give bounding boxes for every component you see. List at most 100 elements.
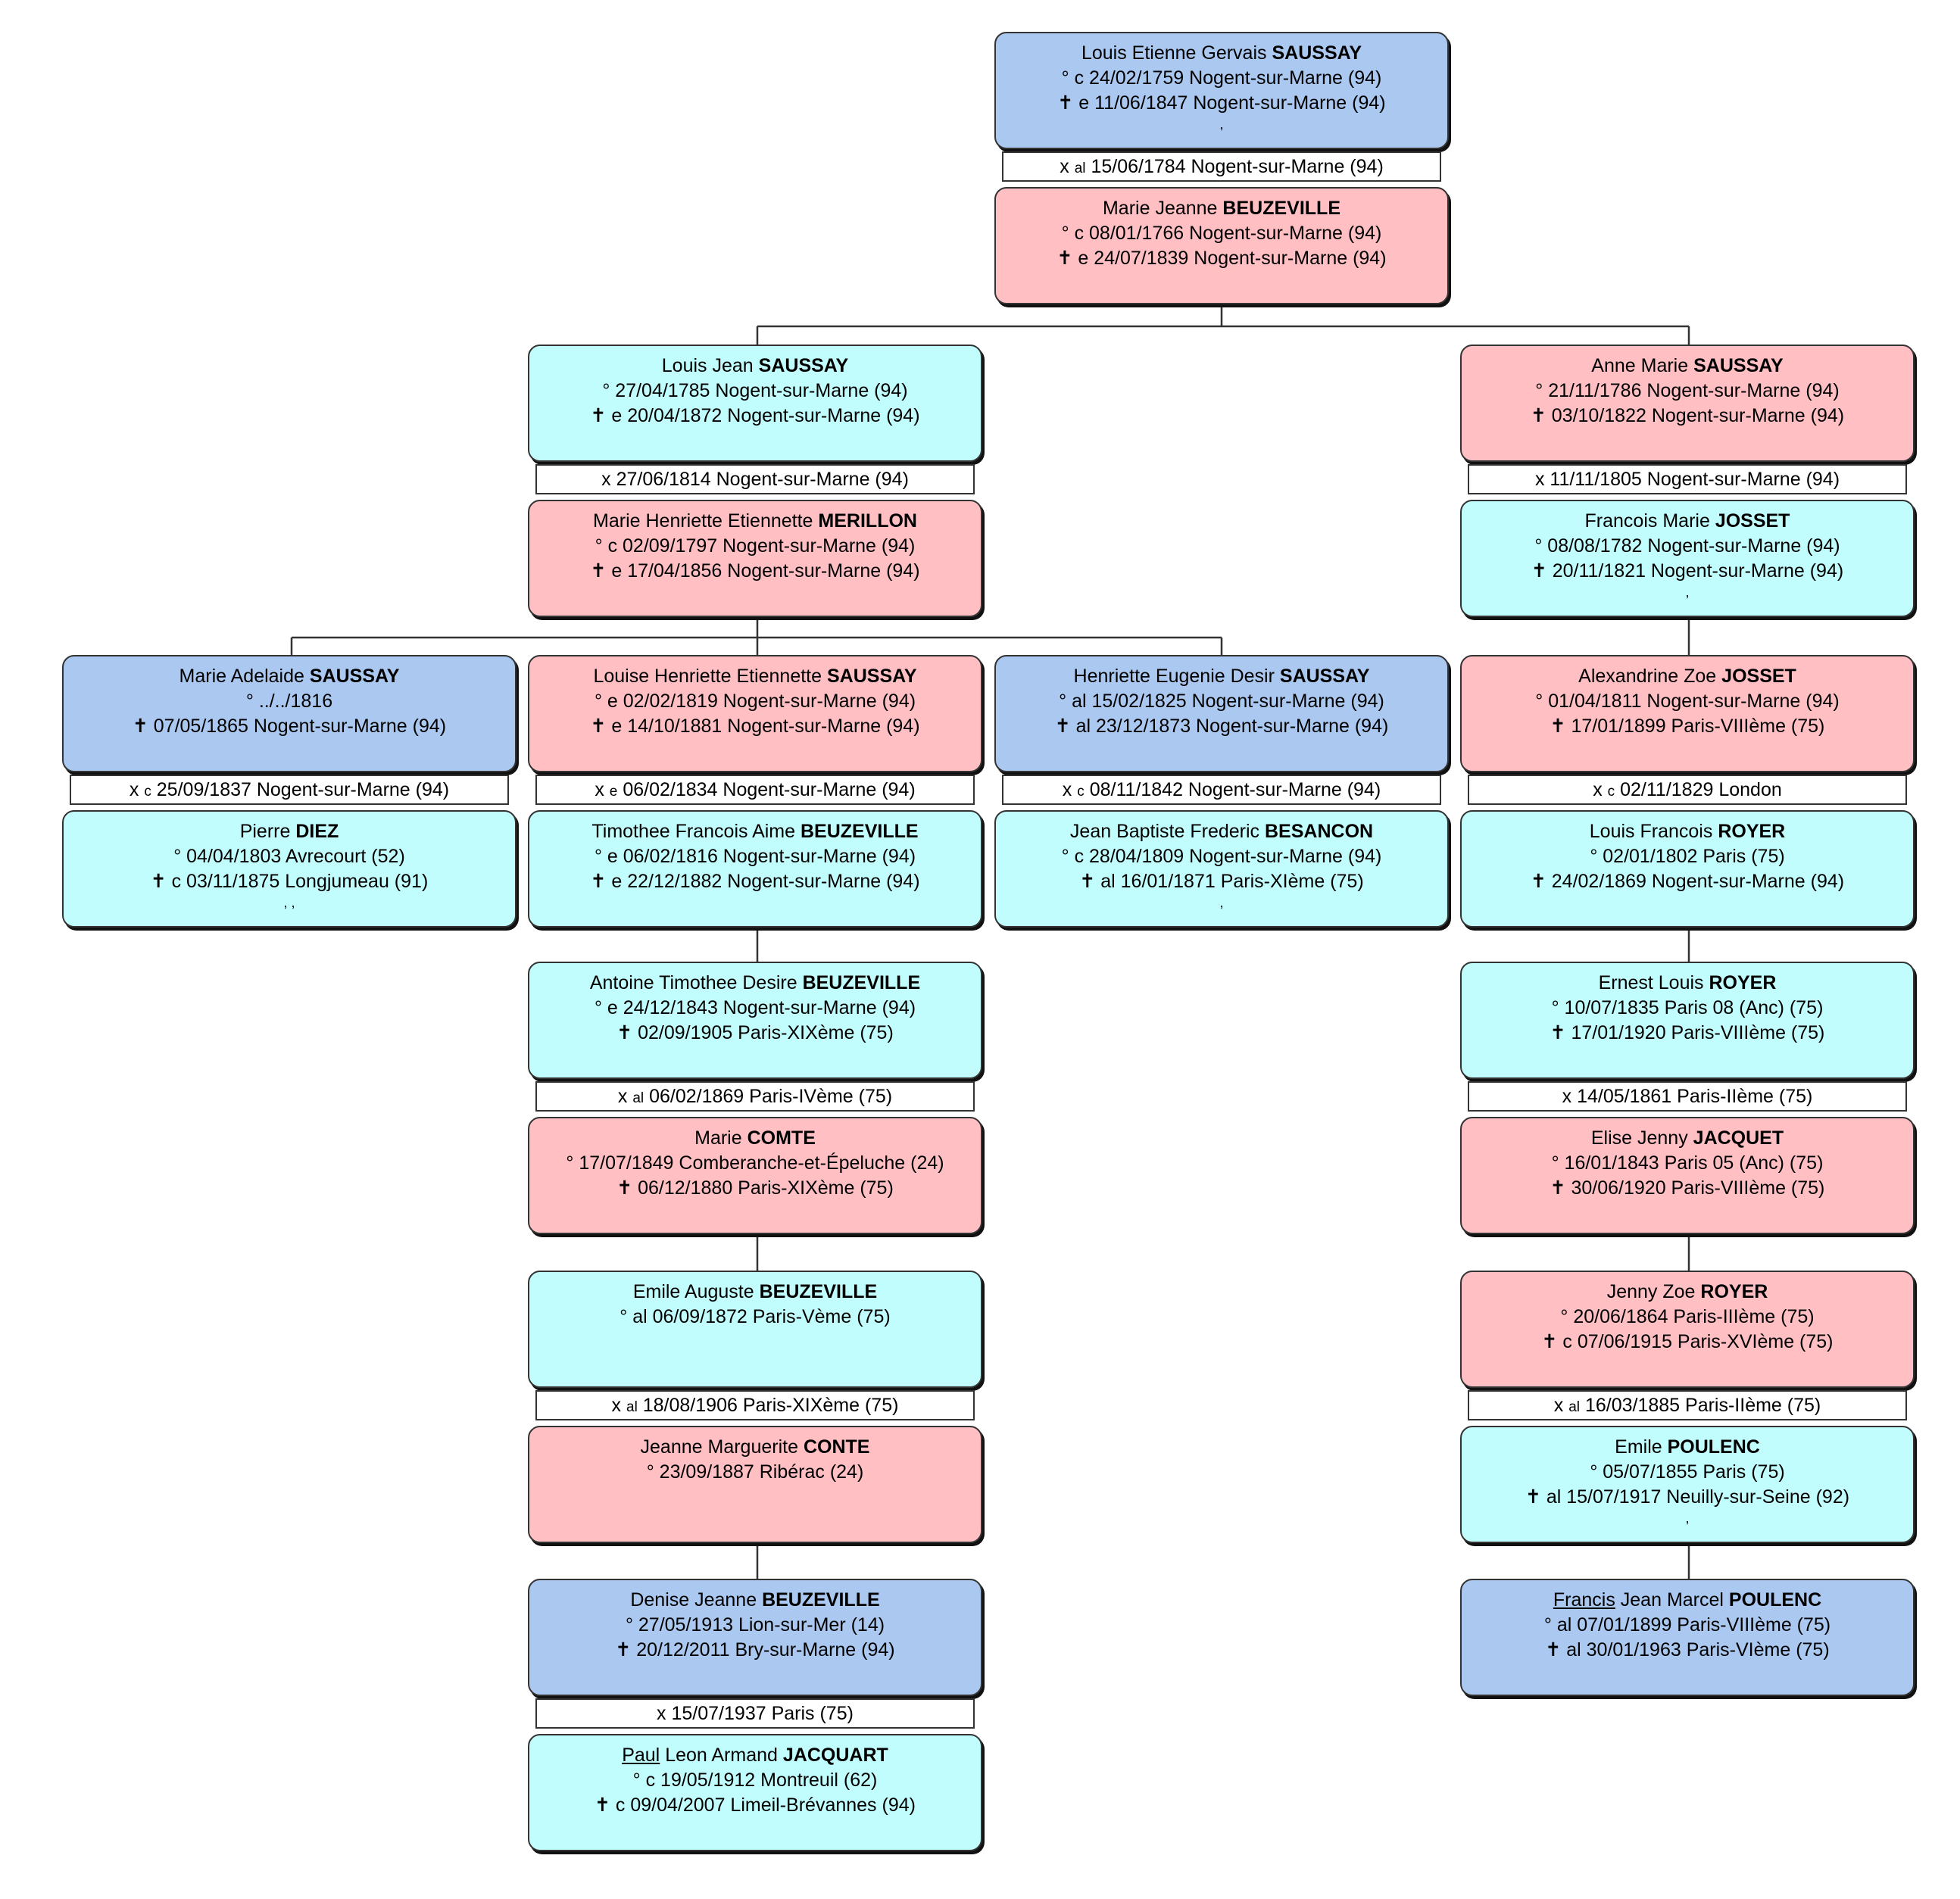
birth-info: ° 21/11/1786 Nogent-sur-Marne (94) xyxy=(1535,380,1840,401)
person-surname: BESANCON xyxy=(1265,821,1374,842)
person-name: Pierre DIEZ xyxy=(64,819,515,844)
death-info: ✝ 17/01/1899 Paris-VIIIème (75) xyxy=(1550,716,1825,737)
birth-info: ° e 24/12/1843 Nogent-sur-Marne (94) xyxy=(594,997,916,1018)
extra-mark: , xyxy=(1685,585,1690,600)
marriage-date-place: 16/03/1885 Paris-IIème (75) xyxy=(1584,1395,1821,1416)
person-name: Alexandrine Zoe JOSSET xyxy=(1462,664,1913,689)
death-info: ✝ 17/01/1920 Paris-VIIIème (75) xyxy=(1550,1022,1825,1043)
marriage-box: x c 02/11/1829 London xyxy=(1468,775,1907,805)
person-box-pierre-diez[interactable]: Pierre DIEZ° 04/04/1803 Avrecourt (52)✝ … xyxy=(62,810,517,928)
person-box-ernest-louis-royer[interactable]: Ernest Louis ROYER° 10/07/1835 Paris 08 … xyxy=(1460,962,1915,1079)
person-name: Jenny Zoe ROYER xyxy=(1462,1280,1913,1305)
person-box-paul-leon-armand-jacquart[interactable]: Paul Leon Armand JACQUART° c 19/05/1912 … xyxy=(528,1734,982,1851)
marriage-qualifier: al xyxy=(632,1090,644,1106)
death-info: ✝ 03/10/1822 Nogent-sur-Marne (94) xyxy=(1530,405,1845,426)
birth-info: ° 10/07/1835 Paris 08 (Anc) (75) xyxy=(1551,997,1824,1018)
person-box-antoine-timothee-desire-beuzeville[interactable]: Antoine Timothee Desire BEUZEVILLE° e 24… xyxy=(528,962,982,1079)
birth-info: ° 01/04/1811 Nogent-sur-Marne (94) xyxy=(1535,691,1840,712)
marriage-qualifier: c xyxy=(144,784,151,800)
person-surname: COMTE xyxy=(747,1127,816,1149)
person-surname: POULENC xyxy=(1728,1589,1822,1611)
marriage-date-place: 25/09/1837 Nogent-sur-Marne (94) xyxy=(156,779,450,800)
person-box-francis-jean-marcel-poulenc[interactable]: Francis Jean Marcel POULENC° al 07/01/18… xyxy=(1460,1579,1915,1696)
connector-line xyxy=(756,304,1690,345)
person-name: Marie COMTE xyxy=(529,1126,981,1151)
birth-info: ° 08/08/1782 Nogent-sur-Marne (94) xyxy=(1534,535,1840,557)
person-name: Marie Adelaide SAUSSAY xyxy=(64,664,515,689)
person-surname: SAUSSAY xyxy=(1272,42,1362,64)
person-name: Francis Jean Marcel POULENC xyxy=(1462,1588,1913,1613)
person-box-louis-francois-royer[interactable]: Louis Francois ROYER° 02/01/1802 Paris (… xyxy=(1460,810,1915,928)
person-surname: ROYER xyxy=(1709,972,1777,993)
person-box-jean-baptiste-frederic-besancon[interactable]: Jean Baptiste Frederic BESANCON° c 28/04… xyxy=(994,810,1449,928)
person-box-louis-jean-saussay[interactable]: Louis Jean SAUSSAY° 27/04/1785 Nogent-su… xyxy=(528,345,982,462)
person-surname: DIEZ xyxy=(295,821,339,842)
birth-info: ° c 08/01/1766 Nogent-sur-Marne (94) xyxy=(1061,223,1382,244)
marriage-qualifier: al xyxy=(1568,1399,1580,1415)
marriage-box: x al 16/03/1885 Paris-IIème (75) xyxy=(1468,1390,1907,1420)
death-info: ✝ al 30/01/1963 Paris-VIème (75) xyxy=(1545,1639,1830,1660)
person-box-marie-henriette-etiennette-merillon[interactable]: Marie Henriette Etiennette MERILLON° c 0… xyxy=(528,500,982,617)
person-box-alexandrine-zoe-josset[interactable]: Alexandrine Zoe JOSSET° 01/04/1811 Nogen… xyxy=(1460,655,1915,772)
person-box-timothee-francois-aime-beuzeville[interactable]: Timothee Francois Aime BEUZEVILLE° e 06/… xyxy=(528,810,982,928)
death-info: ✝ e 14/10/1881 Nogent-sur-Marne (94) xyxy=(590,716,920,737)
person-name: Anne Marie SAUSSAY xyxy=(1462,354,1913,379)
person-box-marie-adelaide-saussay[interactable]: Marie Adelaide SAUSSAY° ../../1816✝ 07/0… xyxy=(62,655,517,772)
birth-info: ° c 24/02/1759 Nogent-sur-Marne (94) xyxy=(1061,67,1382,89)
person-surname: SAUSSAY xyxy=(1693,355,1784,376)
marriage-mark: x xyxy=(611,1395,622,1416)
person-first-names: Louis Etienne Gervais xyxy=(1081,42,1267,64)
death-info: ✝ e 11/06/1847 Nogent-sur-Marne (94) xyxy=(1057,92,1386,114)
person-box-marie-comte[interactable]: Marie COMTE° 17/07/1849 Comberanche-et-É… xyxy=(528,1117,982,1234)
person-first-names: Denise Jeanne xyxy=(630,1589,757,1611)
person-first-names: Jeanne Marguerite xyxy=(640,1436,798,1458)
person-surname: ROYER xyxy=(1700,1281,1768,1302)
person-first-names: Marie Henriette Etiennette xyxy=(593,510,813,532)
marriage-date-place: 18/08/1906 Paris-XIXème (75) xyxy=(642,1395,899,1416)
person-box-denise-jeanne-beuzeville[interactable]: Denise Jeanne BEUZEVILLE° 27/05/1913 Lio… xyxy=(528,1579,982,1696)
extra-mark: , xyxy=(1219,117,1224,132)
person-first-names: Marie Jeanne xyxy=(1102,198,1218,219)
marriage-box: x c 08/11/1842 Nogent-sur-Marne (94) xyxy=(1002,775,1441,805)
person-name: Louis Etienne Gervais SAUSSAY xyxy=(996,41,1447,66)
person-box-emile-poulenc[interactable]: Emile POULENC° 05/07/1855 Paris (75)✝ al… xyxy=(1460,1426,1915,1543)
person-box-francois-marie-josset[interactable]: Francois Marie JOSSET° 08/08/1782 Nogent… xyxy=(1460,500,1915,617)
marriage-box: x al 06/02/1869 Paris-IVème (75) xyxy=(535,1081,975,1112)
person-box-henriette-eugenie-desir-saussay[interactable]: Henriette Eugenie Desir SAUSSAY° al 15/0… xyxy=(994,655,1449,772)
person-surname: JOSSET xyxy=(1721,666,1796,687)
death-info: ✝ 02/09/1905 Paris-XIXème (75) xyxy=(616,1022,894,1043)
person-box-louise-henriette-etiennette-saussay[interactable]: Louise Henriette Etiennette SAUSSAY° e 0… xyxy=(528,655,982,772)
person-surname: BEUZEVILLE xyxy=(1222,198,1340,219)
birth-info: ° 16/01/1843 Paris 05 (Anc) (75) xyxy=(1551,1152,1824,1174)
person-box-emile-auguste-beuzeville[interactable]: Emile Auguste BEUZEVILLE° al 06/09/1872 … xyxy=(528,1271,982,1388)
birth-info: ° e 02/02/1819 Nogent-sur-Marne (94) xyxy=(594,691,916,712)
death-info: ✝ e 22/12/1882 Nogent-sur-Marne (94) xyxy=(590,871,920,892)
person-surname: ROYER xyxy=(1718,821,1786,842)
person-surname: MERILLON xyxy=(818,510,917,532)
death-info: ✝ c 07/06/1915 Paris-XVIème (75) xyxy=(1541,1331,1834,1352)
person-box-elise-jenny-jacquet[interactable]: Elise Jenny JACQUET° 16/01/1843 Paris 05… xyxy=(1460,1117,1915,1234)
birth-info: ° 02/01/1802 Paris (75) xyxy=(1590,846,1785,867)
birth-info: ° 20/06/1864 Paris-IIIème (75) xyxy=(1560,1306,1815,1327)
marriage-date-place: 02/11/1829 London xyxy=(1620,779,1782,800)
person-name: Louise Henriette Etiennette SAUSSAY xyxy=(529,664,981,689)
person-name: Francois Marie JOSSET xyxy=(1462,509,1913,534)
person-name: Emile Auguste BEUZEVILLE xyxy=(529,1280,981,1305)
person-first-names: Emile xyxy=(1615,1436,1662,1458)
person-box-jeanne-marguerite-conte[interactable]: Jeanne Marguerite CONTE° 23/09/1887 Ribé… xyxy=(528,1426,982,1543)
person-box-marie-jeanne-beuzeville[interactable]: Marie Jeanne BEUZEVILLE ° c 08/01/1766 No… xyxy=(994,187,1449,304)
marriage-box: x e 06/02/1834 Nogent-sur-Marne (94) xyxy=(535,775,975,805)
person-first-names: Louis Jean xyxy=(661,355,754,376)
person-surname: POULENC xyxy=(1667,1436,1760,1458)
person-prefix-name: Francis xyxy=(1553,1589,1615,1611)
person-box-jenny-zoe-royer[interactable]: Jenny Zoe ROYER° 20/06/1864 Paris-IIIème… xyxy=(1460,1271,1915,1388)
extra-mark: , , xyxy=(283,895,295,910)
person-name: Henriette Eugenie Desir SAUSSAY xyxy=(996,664,1447,689)
person-first-names: Jean Baptiste Frederic xyxy=(1069,821,1260,842)
marriage-qualifier: al xyxy=(626,1399,638,1415)
marriage-mark: x xyxy=(1062,779,1072,800)
person-box-louis-etienne-gervais-saussay[interactable]: Louis Etienne Gervais SAUSSAY° c 24/02/1… xyxy=(994,32,1449,149)
person-first-names: Jean Marcel xyxy=(1620,1589,1724,1611)
person-box-anne-marie-saussay[interactable]: Anne Marie SAUSSAY° 21/11/1786 Nogent-su… xyxy=(1460,345,1915,462)
birth-info: ° al 07/01/1899 Paris-VIIIème (75) xyxy=(1543,1614,1831,1636)
